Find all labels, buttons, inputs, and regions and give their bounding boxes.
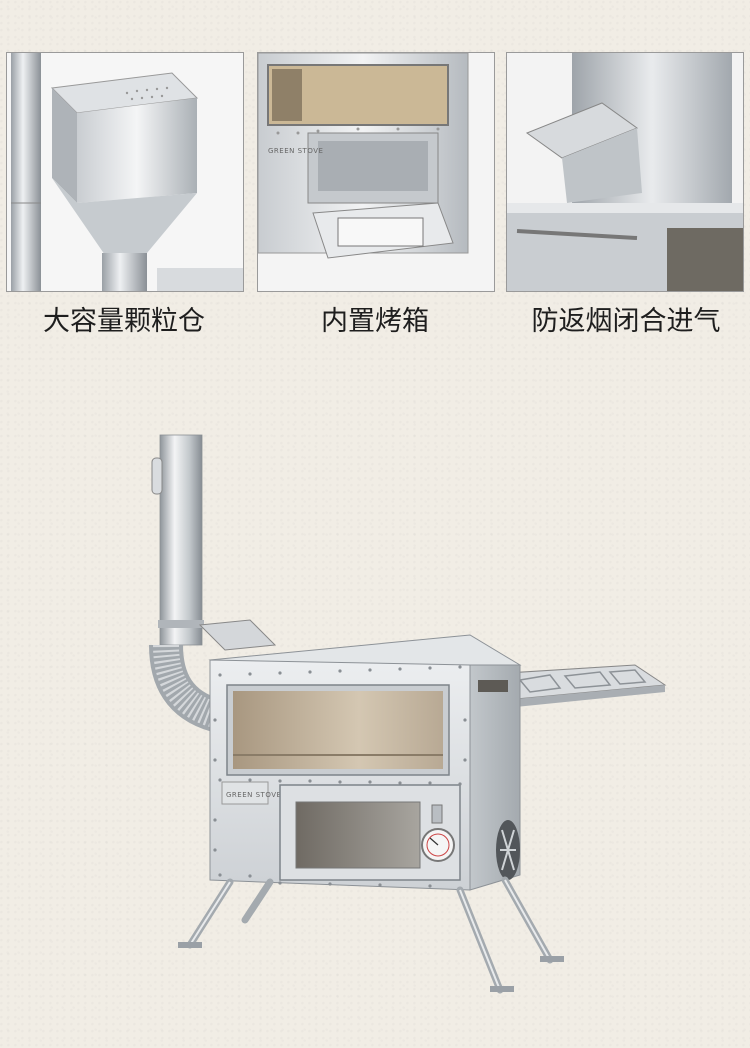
- hero-product-image: GREEN STOVE: [130, 420, 670, 1020]
- feature-caption-oven: 内置烤箱: [321, 306, 429, 337]
- pellet-hopper-icon: [7, 53, 243, 291]
- feature-caption-air-intake: 防返烟闭合进气: [531, 306, 721, 337]
- hero-brand-label: GREEN STOVE: [226, 791, 281, 799]
- oven-icon: GREEN STOVE: [258, 53, 494, 291]
- tent-stove-image: GREEN STOVE: [149, 434, 667, 994]
- air-intake-icon: [507, 53, 743, 291]
- brand-label: GREEN STOVE: [268, 147, 323, 155]
- feature-image-pellet-hopper: [6, 52, 244, 292]
- feature-image-air-intake: [506, 52, 744, 292]
- feature-caption-pellet-hopper: 大容量颗粒仓: [43, 306, 205, 337]
- feature-image-oven: GREEN STOVE: [257, 52, 495, 292]
